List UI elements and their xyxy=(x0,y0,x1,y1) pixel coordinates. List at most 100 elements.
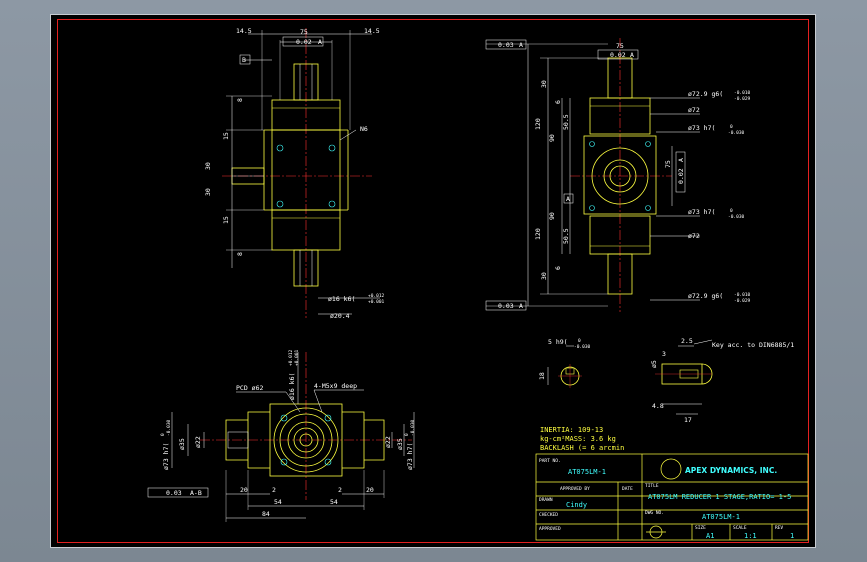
cad-viewport[interactable] xyxy=(50,14,816,548)
dim-left: 14.5 xyxy=(236,27,252,35)
bv-dia-73-left-upper: 0 xyxy=(160,433,166,436)
tb-size-label: SIZE xyxy=(695,525,706,531)
rv-side-flat-tol: 0.02 xyxy=(677,168,685,184)
rv-dim-120b: 120 xyxy=(534,228,542,240)
dim-8b: 8 xyxy=(236,252,244,256)
tb-scale-label: SCALE xyxy=(733,525,747,531)
bv-pcd: PCD ø62 xyxy=(236,384,263,392)
tb-scale: 1:1 xyxy=(744,532,757,540)
rv-dim-30a: 30 xyxy=(540,80,548,88)
tb-company: APEX DYNAMICS, INC. xyxy=(685,466,777,475)
rv-dim-6a: 6 xyxy=(554,100,562,104)
key-dim-5: ø5 xyxy=(650,360,658,368)
drawing-frame xyxy=(57,19,809,543)
dim-15b: 15 xyxy=(222,216,230,224)
rv-parallel-bot-tol: 0.03 xyxy=(498,302,514,310)
square-dim: 75 xyxy=(300,28,308,36)
spec-line3: BACKLASH (= 6 arcmin xyxy=(540,444,624,452)
rv-dim-505a: 50.5 xyxy=(562,114,570,130)
rv-dim-90b: 90 xyxy=(548,212,556,220)
rv-dim-505b: 50.5 xyxy=(562,228,570,244)
rv-parallel-top-datum: A xyxy=(519,41,523,49)
rv-dia-73-bot: ø73 h7( xyxy=(688,208,715,216)
key-height: 18 xyxy=(538,372,546,380)
tb-approved-label: APPROVED BY xyxy=(560,486,590,492)
rv-dia-73-top-upper: 0 xyxy=(730,124,733,130)
tb-title-label: TITLE xyxy=(645,483,659,489)
rv-dia-73-bot-upper: 0 xyxy=(730,208,733,214)
tb-dwg-label: DWG NO. xyxy=(645,510,664,516)
bv-runout-datum: A-B xyxy=(190,489,202,497)
dim-30a: 30 xyxy=(204,162,212,170)
rv-gearbox xyxy=(583,135,657,215)
rv-side-flat-datum: A xyxy=(677,158,685,162)
bottom-view: PCD ø62 4-M5x9 deep ø16 k6( +0.012 +0.00… xyxy=(147,349,416,522)
rv-dim-30b: 30 xyxy=(540,272,548,280)
title-block xyxy=(535,453,809,541)
dim-15a: 15 xyxy=(222,132,230,140)
dim-right: 14.5 xyxy=(364,27,380,35)
tb-drawn-by: Cindy xyxy=(566,501,587,509)
spec-line2: kg-cm²MASS: 3.6 kg xyxy=(540,435,616,443)
spec-line1: INERTIA: 109-13 xyxy=(540,426,603,434)
rv-square-dim: 75 xyxy=(616,42,624,50)
rv-dia-729-bot-lower: -0.029 xyxy=(734,298,751,304)
tb-date-label: DATE xyxy=(622,486,633,492)
bv-dia-22-left: ø22 xyxy=(194,436,202,448)
rv-side-square: 75 xyxy=(664,160,672,168)
dim-30b: 30 xyxy=(204,188,212,196)
bv-flange xyxy=(269,403,343,477)
rv-dim-120a: 120 xyxy=(534,118,542,130)
rv-dia-72-bot: ø72 xyxy=(688,232,700,240)
bv-dim-54b: 54 xyxy=(330,498,338,506)
bv-dia-73-right-lower: -0.030 xyxy=(410,419,416,436)
flatness-datum: A xyxy=(318,38,322,46)
rv-dim-90a: 90 xyxy=(548,134,556,142)
shaft-tol-lower: +0.001 xyxy=(368,299,385,305)
bv-dim-54a: 54 xyxy=(274,498,282,506)
rv-dia-729-bot-upper: -0.010 xyxy=(734,292,751,298)
tb-size: A1 xyxy=(706,532,714,540)
rv-dia-729-top-upper: -0.010 xyxy=(734,90,751,96)
tb-dwg-no: AT075LM-1 xyxy=(702,513,740,521)
rv-datum-a: A xyxy=(566,195,570,203)
flatness-tol: 0.02 xyxy=(296,38,312,46)
key-dim-48: 4.8 xyxy=(652,402,664,410)
bv-dim-2a: 2 xyxy=(272,486,276,494)
tb-drawn-label: DRAWN xyxy=(539,497,553,503)
note-n6: N6 xyxy=(360,125,368,133)
dim-204: ø20.4 xyxy=(330,312,350,320)
shaft-tol-upper: +0.012 xyxy=(368,293,385,299)
rv-dia-729-bot: ø72.9 g6( xyxy=(688,292,723,300)
rv-flatness-tol: 0.02 xyxy=(610,51,626,59)
key-tol-lower: -0.030 xyxy=(574,344,591,350)
rv-dia-729-top: ø72.9 g6( xyxy=(688,90,723,98)
bv-holes: 4-M5x9 deep xyxy=(314,382,357,390)
bv-dia-73-right: ø73 h7( xyxy=(406,443,414,470)
bv-dim-20: 20 xyxy=(240,486,248,494)
bv-shaft-dia: ø16 k6( xyxy=(288,373,296,400)
rv-parallel-bot-datum: A xyxy=(519,302,523,310)
bv-dim-84: 84 xyxy=(262,510,270,518)
key-dim-17: 17 xyxy=(684,416,692,424)
bv-dim-2b: 2 xyxy=(338,486,342,494)
rv-upper-body xyxy=(589,97,651,135)
tb-approval-label: APPROVED xyxy=(539,526,561,532)
spec-notes: INERTIA: 109-13 kg-cm²MASS: 3.6 kg BACKL… xyxy=(540,426,624,452)
bv-dim-20b: 20 xyxy=(366,486,374,494)
key-width: 5 h9( xyxy=(548,338,568,346)
bv-shaft-tol-lower: +0.001 xyxy=(294,349,300,366)
dim-8a: 8 xyxy=(236,98,244,102)
right-view: 0.03 A 75 0.02 A 30 6 120 50.5 90 90 50.… xyxy=(485,38,751,312)
output-shaft xyxy=(293,249,319,287)
rv-dia-72-top: ø72 xyxy=(688,106,700,114)
bv-dia-73-left: ø73 h7( xyxy=(162,443,170,470)
key-dim-3: 3 xyxy=(662,350,666,358)
bv-dia-22-right: ø22 xyxy=(384,436,392,448)
title-block-text: PART NO. AT075LM-1 APEX DYNAMICS, INC. A… xyxy=(539,458,794,540)
rv-dia-73-bot-lower: -0.030 xyxy=(728,214,745,220)
rv-parallel-top-tol: 0.03 xyxy=(498,41,514,49)
bv-dia-73-right-upper: 0 xyxy=(404,433,410,436)
bv-dia-73-left-lower: -0.030 xyxy=(166,419,172,436)
